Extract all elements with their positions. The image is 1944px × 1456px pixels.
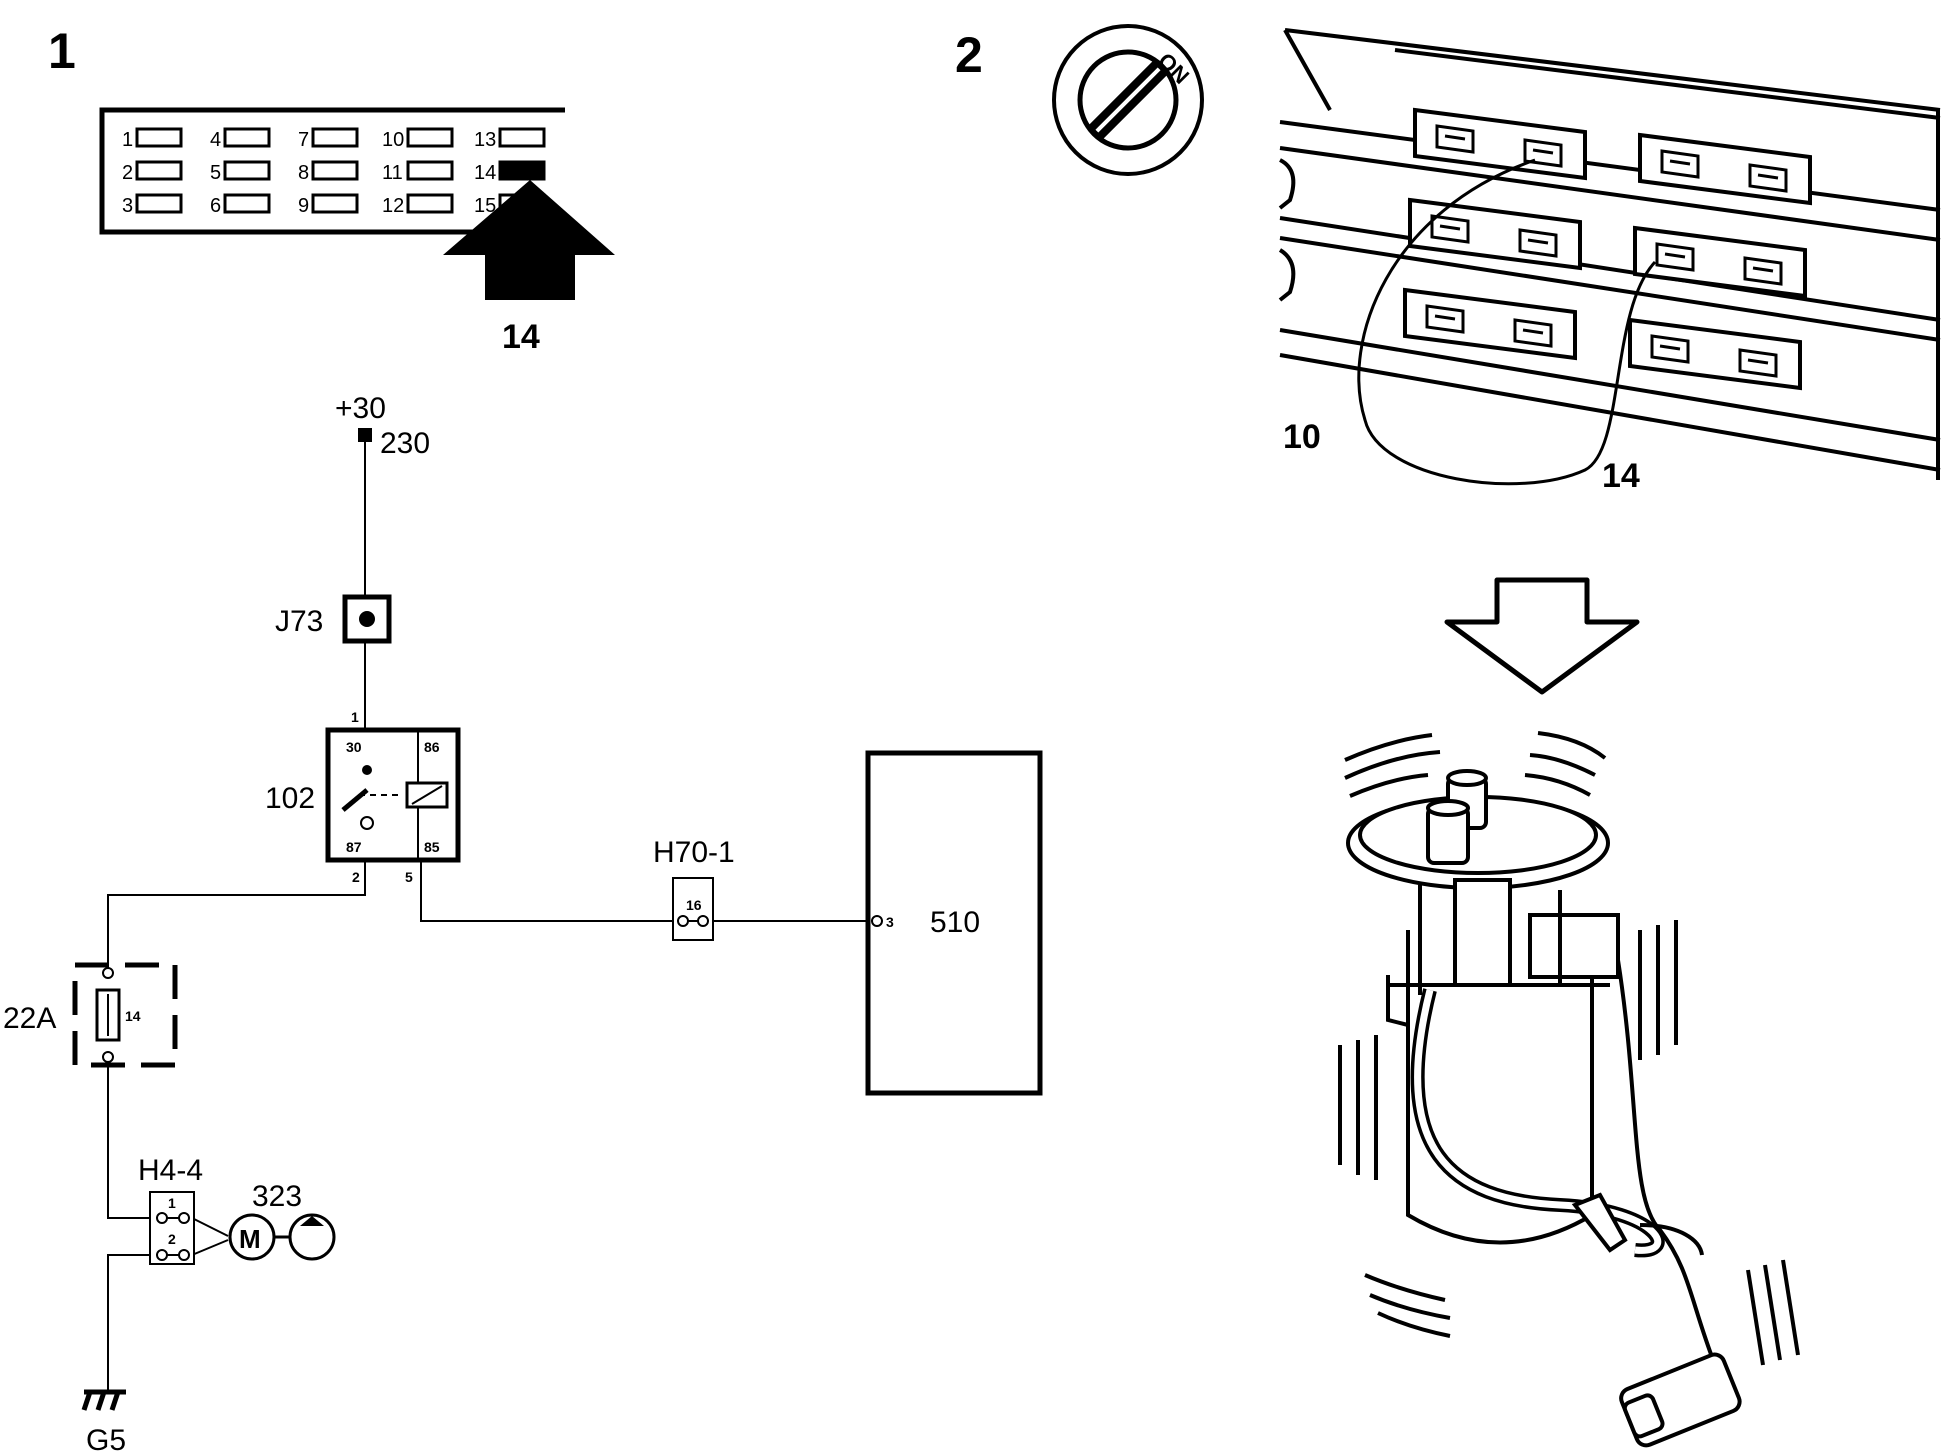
fuse-slot-label: 11	[382, 162, 403, 184]
fuse-blade-terminal	[1655, 242, 1695, 272]
connector-h4-pin-2: 2	[168, 1231, 176, 1247]
fuse-blade-terminal	[1650, 334, 1690, 364]
circuit	[107, 435, 872, 1390]
fuse-slot-label: 12	[382, 195, 404, 217]
fuse-slot-label: 4	[210, 129, 221, 151]
fuse-slot-label: 3	[122, 195, 133, 217]
ignition-switch-icon	[1052, 24, 1204, 176]
bridge-wire	[1357, 158, 1657, 486]
connector-h4	[149, 1191, 195, 1265]
fuse-slot-label: 6	[210, 195, 221, 217]
fuse-slot	[311, 193, 359, 214]
relay-102	[325, 727, 461, 863]
fuse-slot-label: 5	[210, 162, 221, 184]
fuse-14-arrow-icon	[443, 180, 615, 300]
fuse-slot-label: 10	[382, 129, 404, 151]
connector-j73	[342, 594, 392, 644]
supply-label: +30	[335, 392, 386, 425]
relay-pin-86: 86	[424, 739, 440, 755]
fuse-blade-terminal	[1513, 318, 1553, 348]
fuse-slot	[135, 127, 183, 148]
fuse-blade-terminal	[1430, 214, 1470, 244]
relay-pin-87: 87	[346, 839, 362, 855]
fuse-22a	[72, 962, 178, 1068]
fuse-slot-label: 14	[474, 162, 496, 184]
relay-wire-1: 1	[351, 709, 359, 725]
fuse-blade-terminal	[1425, 304, 1465, 334]
bridge-label-10: 10	[1283, 418, 1321, 456]
relay-pin-30: 30	[346, 739, 362, 755]
fuse-slot-label: 9	[298, 195, 309, 217]
connector-j73-dot-icon	[359, 611, 375, 627]
fuse-number: 14	[125, 1008, 141, 1024]
ecu-510	[865, 750, 1043, 1096]
supply-terminal-icon	[358, 428, 372, 442]
fuse-slot	[223, 127, 271, 148]
fuse-slot-label: 13	[474, 129, 496, 151]
supply-terminal-label: 230	[380, 427, 430, 460]
relay-wire-2: 2	[352, 869, 360, 885]
fuse-slot	[311, 127, 359, 148]
fuse-slot-label: 8	[298, 162, 309, 184]
fuse-blade-terminal	[1435, 124, 1475, 154]
ground-icon	[81, 1389, 126, 1411]
vibration-lines	[1338, 731, 1800, 1366]
connector-j73-label: J73	[275, 605, 323, 638]
ecu-pin-icon	[871, 915, 883, 927]
relay-pin-85: 85	[424, 839, 440, 855]
bridge-label-14: 14	[1602, 457, 1640, 495]
fuse-blade-terminal	[1660, 149, 1700, 179]
relay-label: 102	[265, 782, 315, 815]
fuse-slot	[135, 160, 183, 181]
connector-h70-pin: 16	[686, 897, 702, 913]
fuse-blade-terminal	[1738, 348, 1778, 378]
fuse-blades	[1403, 107, 1812, 391]
fuse-blade-terminal	[1748, 163, 1788, 193]
fuse-slot	[406, 127, 454, 148]
step-2-number: 2	[955, 27, 983, 83]
ecu-label: 510	[930, 906, 980, 939]
fuse-slot	[498, 127, 546, 148]
connector-h70	[672, 877, 714, 941]
fuse-slot-label: 7	[298, 129, 309, 151]
fuse-slot	[223, 193, 271, 214]
fuel-pump-module-drawing	[1346, 769, 1742, 1448]
connector-h70-label: H70-1	[653, 836, 735, 869]
fuel-pump-323	[228, 1213, 336, 1261]
relay-box-drawing	[1278, 28, 1941, 480]
connector-h4-label: H4-4	[138, 1154, 203, 1187]
fuse-label: 22A	[3, 1002, 56, 1035]
fuse-slot	[135, 193, 183, 214]
ground-label: G5	[86, 1424, 126, 1456]
down-arrow-icon	[1444, 577, 1640, 695]
pump-label: 323	[252, 1180, 302, 1213]
ecu-pin-label: 3	[886, 914, 894, 930]
fuse-slot-label: 15	[474, 195, 496, 217]
fuse-slot-label: 1	[122, 129, 133, 151]
fuse-blade-terminal	[1518, 228, 1558, 258]
fuse-blade-terminal	[1743, 256, 1783, 286]
fuse-slot-label: 2	[122, 162, 133, 184]
relay-wire-5: 5	[405, 869, 413, 885]
fuse-slot	[406, 193, 454, 214]
fuse-slot	[311, 160, 359, 181]
step-1-number: 1	[48, 23, 76, 79]
connector-h4-pin-1: 1	[168, 1195, 176, 1211]
motor-symbol: M	[239, 1224, 261, 1254]
fuse-slot	[223, 160, 271, 181]
fuse-slot	[406, 160, 454, 181]
fuse-slot	[498, 160, 546, 181]
fuse-14-arrow-label: 14	[502, 318, 540, 356]
